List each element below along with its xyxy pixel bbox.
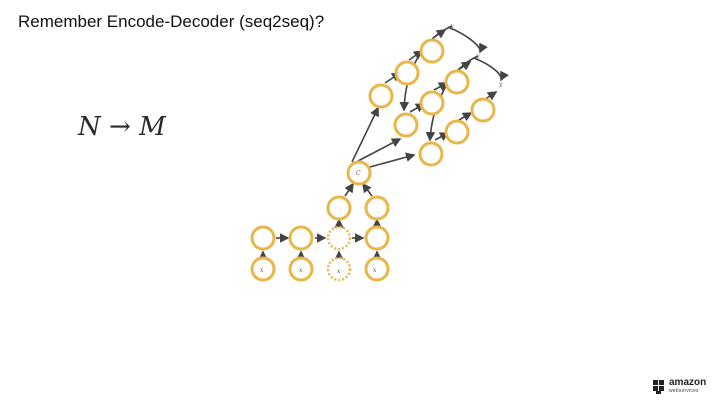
context-edges xyxy=(351,106,416,168)
edge-y2-feedback xyxy=(425,55,479,142)
input-node-4 xyxy=(364,256,390,282)
amazon-web-services-logo: amazon webservices xyxy=(652,375,712,401)
input-node-2 xyxy=(288,256,314,282)
decoder-node-1c xyxy=(419,38,445,64)
decoder-node-3a xyxy=(418,141,444,167)
input-label-3: x xyxy=(337,268,341,275)
encoder-hidden-node-3 xyxy=(326,225,352,251)
slide-title: Remember Encode-Decoder (seq2seq)? xyxy=(18,12,325,31)
input-label-1: x xyxy=(260,267,264,274)
encoder-top-node-4 xyxy=(364,195,390,221)
sequence-mapping-formula: N → M xyxy=(78,112,166,142)
encoder-edges xyxy=(258,182,382,260)
aws-cubes-icon xyxy=(653,380,664,394)
encoder-nodes xyxy=(250,195,390,282)
logo-wordmark: amazon xyxy=(669,377,707,388)
decoder-node-1b xyxy=(394,60,420,86)
encoder-top-node-3 xyxy=(326,195,352,221)
encoder-hidden-node-4 xyxy=(364,225,390,251)
input-label-2: x xyxy=(299,267,303,274)
output-label-1: y xyxy=(449,23,454,30)
edge-top3-context xyxy=(344,182,354,197)
context-label: C xyxy=(356,170,361,177)
edge-d3b-d3c xyxy=(458,112,473,122)
edge-top4-context xyxy=(362,182,373,197)
edge-y1-feedback xyxy=(399,25,453,112)
output-label-3: y xyxy=(498,81,503,88)
input-label-4: x xyxy=(373,267,377,274)
edge-y1-y2 xyxy=(447,26,488,54)
context-node xyxy=(346,160,372,186)
decoder-node-2c xyxy=(444,69,470,95)
decoder-node-2a xyxy=(393,112,419,138)
decoder-node-3b xyxy=(444,119,470,145)
decoder-node-1a xyxy=(368,83,394,109)
encoder-hidden-node-1 xyxy=(250,225,276,251)
logo-subtitle: webservices xyxy=(669,388,699,394)
decoder-nodes xyxy=(368,38,496,167)
edge-y2-y3 xyxy=(473,57,509,82)
edge-context-d2 xyxy=(357,138,402,162)
input-node-1 xyxy=(250,256,276,282)
encoder-hidden-node-2 xyxy=(288,225,314,251)
output-label-2: y xyxy=(475,53,480,60)
decoder-node-2b xyxy=(419,90,445,116)
edge-context-d3 xyxy=(369,152,416,168)
edge-context-d1 xyxy=(351,106,379,163)
decoder-node-3c xyxy=(470,97,496,123)
input-node-3 xyxy=(326,256,352,282)
node-labels: x x x x C y y y xyxy=(260,23,503,275)
